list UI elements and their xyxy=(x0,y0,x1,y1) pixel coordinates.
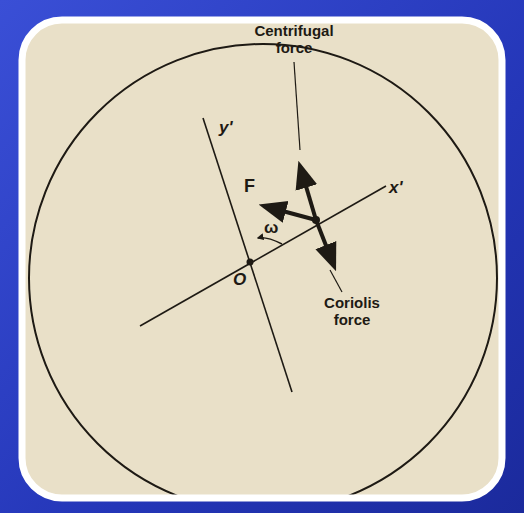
leader-line xyxy=(330,270,342,292)
force-arrow xyxy=(264,206,316,220)
axis-label: y' xyxy=(219,118,233,138)
angle-label: ω xyxy=(264,218,278,238)
vector-label: F xyxy=(244,176,255,197)
slide-frame xyxy=(22,20,502,498)
axis-label: x' xyxy=(389,178,403,198)
earth-circle xyxy=(29,44,497,498)
rotation-arc xyxy=(258,238,282,244)
centrifugal-arrow xyxy=(300,166,316,220)
force-label: Centrifugal force xyxy=(246,22,342,56)
leader-line xyxy=(294,62,300,150)
point-label: O xyxy=(233,270,246,290)
paper-page xyxy=(22,20,502,498)
y-axis xyxy=(203,118,292,392)
diagram-drawing xyxy=(29,44,497,498)
coriolis-arrow xyxy=(316,220,334,266)
force-label: Coriolis force xyxy=(312,294,392,328)
origin-dot xyxy=(247,259,254,266)
